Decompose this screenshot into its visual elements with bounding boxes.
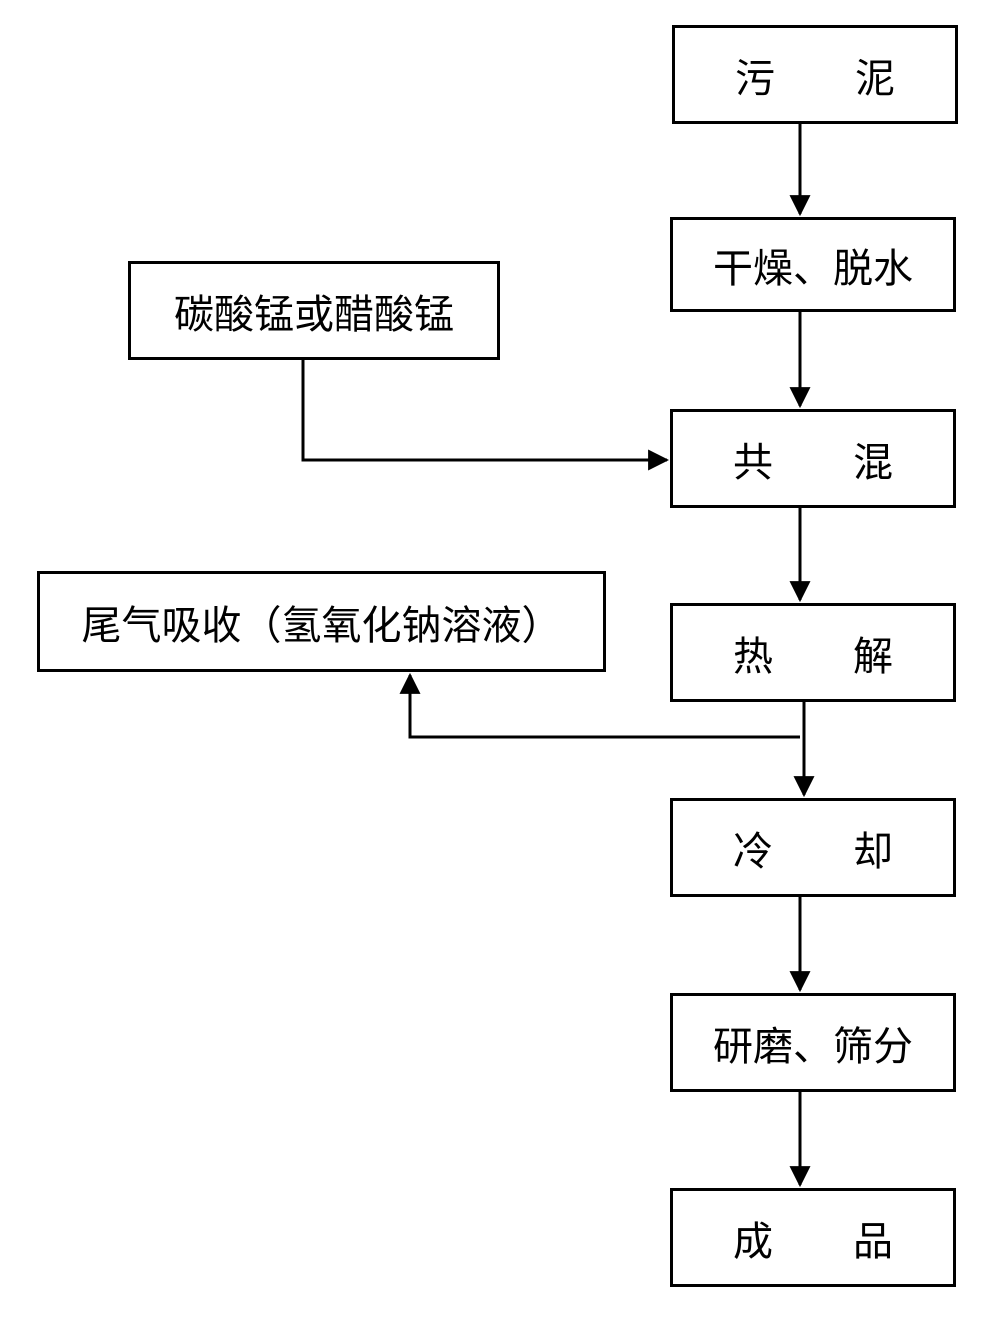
step-drying: 干燥、脱水 [670, 217, 956, 312]
step-pyrolysis: 热 解 [670, 603, 956, 702]
step-cooling: 冷 却 [670, 798, 956, 897]
input-manganese-label: 碳酸锰或醋酸锰 [174, 291, 454, 338]
step-grinding: 研磨、筛分 [670, 993, 956, 1092]
step-cooling-label: 冷 却 [733, 828, 893, 875]
step-mixing: 共 混 [670, 409, 956, 508]
step-product-label: 成 品 [733, 1218, 893, 1265]
output-tail-gas: 尾气吸收（氢氧化钠溶液） [37, 571, 606, 672]
step-drying-label: 干燥、脱水 [713, 245, 913, 292]
arrow-pyrolysis-to-tailgas [399, 672, 800, 739]
step-grinding-label: 研磨、筛分 [713, 1023, 913, 1070]
step-pyrolysis-label: 热 解 [733, 633, 893, 680]
input-manganese: 碳酸锰或醋酸锰 [128, 261, 500, 360]
arrow-manganese-to-mixing [301, 360, 670, 471]
step-sludge-label: 污 泥 [735, 55, 895, 102]
step-mixing-label: 共 混 [733, 439, 893, 486]
step-product: 成 品 [670, 1188, 956, 1287]
step-sludge: 污 泥 [672, 25, 958, 124]
output-tail-gas-label: 尾气吸收（氢氧化钠溶液） [81, 602, 562, 649]
